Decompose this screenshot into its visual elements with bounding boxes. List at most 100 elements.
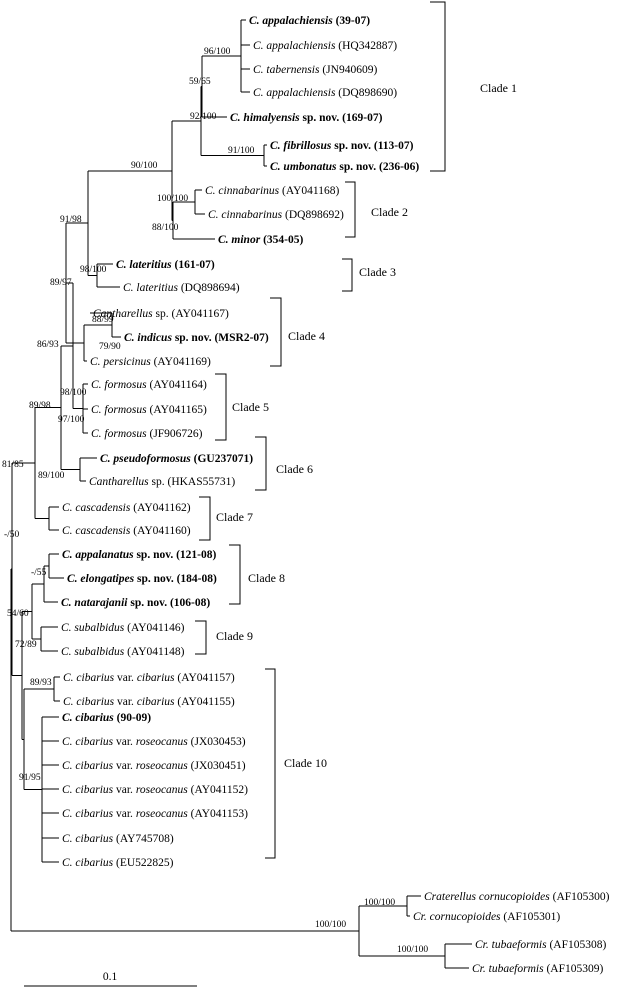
taxon-label-part: (354-05): [260, 234, 303, 246]
support-value: 81/85: [2, 460, 24, 470]
taxon-label-part: C. cinnabarinus: [208, 209, 283, 221]
taxon-label: Cantharellus sp. (AY041167): [93, 308, 229, 320]
taxon-label-part: C. formosus: [91, 428, 147, 440]
taxon-label-part: (39-07): [333, 15, 371, 27]
support-value: 89/97: [50, 278, 72, 288]
taxon-label: C. cascadensis (AY041160): [62, 525, 191, 537]
taxon-label-part: sp. nov. (236-06): [336, 161, 419, 173]
taxon-label-part: Craterellus cornucopioides: [424, 891, 550, 903]
taxon-label-part: (GU237071): [191, 453, 253, 465]
taxon-label-part: var.: [114, 696, 137, 708]
support-value: 96/100: [204, 47, 231, 57]
support-value: 59/65: [189, 77, 211, 87]
taxon-label-part: C. formosus: [91, 404, 147, 416]
taxon-label: Cr. tubaeformis (AF105308): [475, 939, 606, 951]
taxon-label-part: C. appalachiensis: [253, 40, 336, 52]
clade-label: Clade 6: [276, 462, 313, 476]
taxon-label-part: C. cibarius: [62, 760, 114, 772]
taxon-label-part: Cr. tubaeformis: [472, 963, 544, 975]
taxon-label-part: C. umbonatus: [270, 161, 337, 173]
taxon-label-part: (161-07): [172, 259, 215, 271]
taxon-label-part: Cr. tubaeformis: [475, 939, 547, 951]
support-value: 100/100: [157, 194, 188, 204]
taxon-label-part: (AY041165): [147, 404, 207, 416]
clade-bracket: [265, 668, 276, 859]
clade-brackets: [195, 1, 446, 859]
taxon-label-part: C. cibarius: [62, 784, 114, 796]
taxon-label-part: (AY041160): [130, 525, 190, 537]
taxon-label-part: C. indicus: [124, 332, 172, 344]
taxon-label-part: (AF105300): [550, 891, 610, 903]
taxon-label: C. appalachiensis (39-07): [249, 15, 370, 27]
taxon-label-part: cibarius: [137, 672, 175, 684]
taxon-label-part: C. formosus: [91, 379, 147, 391]
taxon-label-part: (DQ898690): [335, 87, 397, 99]
support-value: 98/100: [80, 265, 107, 275]
taxon-label-part: sp. nov. (184-08): [134, 573, 217, 585]
taxon-label-part: sp. nov. (121-08): [134, 549, 217, 561]
taxon-label-part: C. lateritius: [116, 259, 172, 271]
taxon-label-part: sp. nov. (106-08): [127, 597, 210, 609]
taxon-label-part: (AY041153): [188, 808, 248, 820]
support-value: 90/100: [131, 161, 158, 171]
taxon-label-part: C. lateritius: [123, 282, 178, 294]
taxon-label-part: C. natarajanii: [61, 597, 128, 609]
support-value: -/55: [31, 568, 47, 578]
taxon-label-part: (AY041162): [130, 502, 190, 514]
taxon-label-part: roseocanus: [136, 760, 188, 772]
taxon-label-part: C. cibarius: [62, 736, 114, 748]
taxon-label-part: (AY041148): [124, 646, 184, 658]
support-value: 72/89: [15, 640, 37, 650]
taxon-label-part: C. subalbidus: [61, 622, 125, 634]
taxon-label-part: (AF105308): [547, 939, 607, 951]
support-values: 96/10059/6592/10091/10090/100100/10088/1…: [2, 47, 428, 955]
support-value: 91/95: [19, 773, 41, 783]
taxon-label-part: C. himalyensis: [230, 112, 300, 124]
taxon-label: C. cibarius var. roseocanus (JX030451): [62, 760, 246, 772]
support-value: 92/100: [190, 112, 217, 122]
taxon-label-part: roseocanus: [136, 736, 188, 748]
taxon-label-part: C. appalanatus: [62, 549, 134, 561]
taxon-label: C. cibarius var. cibarius (AY041155): [63, 696, 235, 708]
taxon-label-part: roseocanus: [136, 808, 188, 820]
tree-branches: [10, 19, 472, 969]
taxon-label-part: (HQ342887): [335, 40, 397, 52]
clade-bracket: [345, 181, 356, 238]
clade-label: Clade 3: [359, 265, 396, 279]
taxon-label: C. subalbidus (AY041148): [61, 646, 185, 658]
taxon-label-part: (AY041168): [279, 185, 339, 197]
support-value: 89/100: [38, 471, 65, 481]
taxon-label: C. appalachiensis (HQ342887): [253, 40, 397, 52]
taxon-label-part: (AY745708): [113, 833, 174, 845]
support-value: -/50: [4, 530, 20, 540]
taxon-label: Cr. cornucopioides (AF105301): [413, 911, 560, 923]
taxon-label: Cantharellus sp. (HKAS55731): [89, 476, 235, 488]
taxon-label-part: var.: [114, 672, 137, 684]
support-value: 54/60: [7, 609, 29, 619]
taxon-label-part: Cantharellus: [93, 308, 153, 320]
taxon-label-part: sp. nov. (113-07): [331, 140, 413, 152]
taxon-label-part: sp. nov. (169-07): [300, 112, 383, 124]
taxon-label-part: var.: [113, 760, 136, 772]
taxon-label: C. cibarius var. roseocanus (JX030453): [62, 736, 246, 748]
clade-label: Clade 7: [216, 510, 253, 524]
taxon-label-part: (JX030453): [188, 736, 246, 748]
taxon-label-part: roseocanus: [136, 784, 188, 796]
taxon-label: C. umbonatus sp. nov. (236-06): [270, 161, 419, 173]
taxon-label-part: C. fibrillosus: [270, 140, 332, 152]
taxon-label: C. cinnabarinus (AY041168): [205, 185, 339, 197]
taxon-label-part: (90-09): [114, 712, 152, 724]
taxon-label-part: sp. nov. (MSR2-07): [172, 332, 269, 344]
taxon-label: C. formosus (JF906726): [91, 428, 203, 440]
taxon-label-part: sp. (HKAS55731): [149, 476, 236, 488]
taxon-label-part: C. cibarius: [62, 808, 114, 820]
taxon-label: C. natarajanii sp. nov. (106-08): [61, 597, 210, 609]
taxon-label-part: C. cibarius: [63, 696, 115, 708]
taxon-label: C. cibarius (EU522825): [62, 857, 174, 869]
taxon-label-part: (JN940609): [319, 64, 377, 76]
taxon-label-part: C. appalachiensis: [249, 15, 333, 27]
taxon-label: C. cibarius var. roseocanus (AY041152): [62, 784, 248, 796]
taxon-label-part: C. cascadensis: [62, 502, 131, 514]
taxon-label: C. appalanatus sp. nov. (121-08): [62, 549, 216, 561]
